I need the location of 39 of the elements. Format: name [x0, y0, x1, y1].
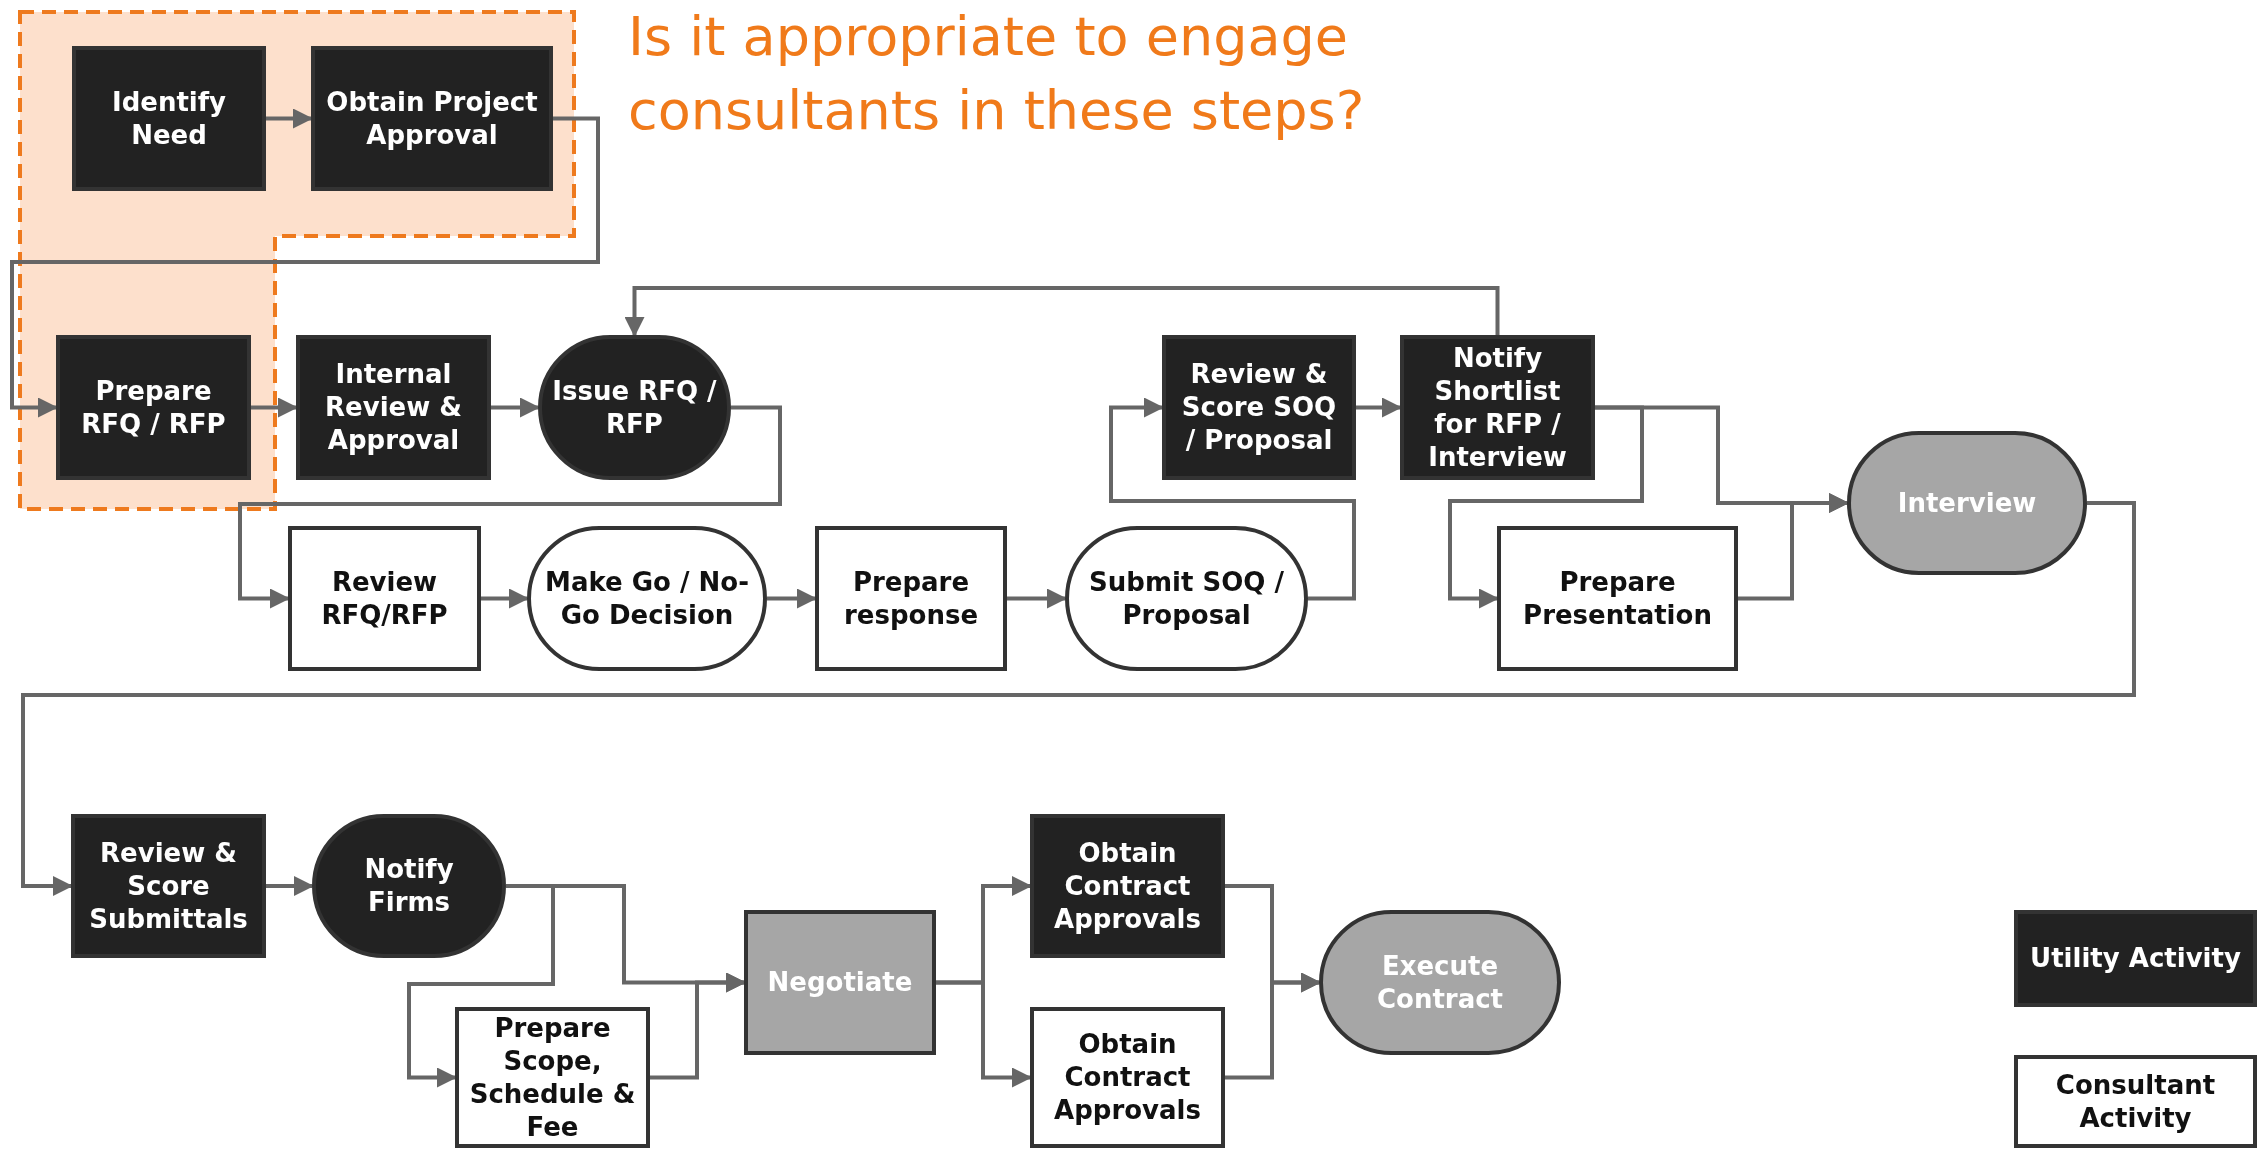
utility-activity-box: Notify Shortlist for RFP / Interview	[1400, 335, 1595, 480]
consultant-activity-box: Obtain Contract Approvals	[1030, 1007, 1225, 1148]
utility-activity-box: Identify Need	[72, 46, 266, 191]
utility-activity-box: Obtain Project Approval	[311, 46, 553, 191]
title: Is it appropriate to engage consultants in these steps?	[628, 4, 1366, 144]
legend-swatch: Utility Activity	[2014, 910, 2257, 1007]
arrow	[238, 405, 782, 609]
utility-activity-box: Obtain Contract Approvals	[1030, 814, 1225, 958]
arrow	[481, 588, 529, 609]
arrow	[491, 397, 540, 418]
utility-activity-terminal: Notify Firms	[312, 814, 506, 958]
consultant-activity-box: Prepare Scope, Schedule & Fee	[455, 1007, 650, 1148]
utility-activity-box: Prepare RFQ / RFP	[56, 335, 251, 480]
arrow	[251, 397, 298, 418]
consultant-activity-box: Prepare response	[815, 526, 1007, 671]
utility-activity-box: Review & Score Submittals	[71, 814, 266, 958]
milestone-terminal: Interview	[1847, 431, 2087, 575]
arrow	[650, 972, 746, 1080]
arrow	[1225, 972, 1321, 1080]
arrow	[936, 980, 1032, 1088]
milestone-box: Negotiate	[744, 910, 936, 1055]
arrow	[266, 876, 314, 896]
arrow	[266, 108, 313, 129]
arrow	[624, 286, 1500, 337]
consultant-activity-terminal: Submit SOQ / Proposal	[1065, 526, 1308, 671]
consultant-activity-box: Review RFQ/RFP	[288, 526, 481, 671]
legend-swatch: Consultant Activity	[2014, 1055, 2257, 1148]
utility-activity-terminal: Issue RFQ / RFP	[538, 335, 731, 480]
arrow	[767, 588, 817, 609]
consultant-activity-terminal: Make Go / No-Go Decision	[527, 526, 767, 671]
milestone-terminal: Execute Contract	[1319, 910, 1561, 1055]
consultant-activity-box: Prepare Presentation	[1497, 526, 1738, 671]
arrow	[21, 501, 2136, 896]
arrow	[10, 116, 600, 418]
utility-activity-box: Internal Review & Approval	[296, 335, 491, 480]
arrow	[1109, 397, 1356, 601]
utility-activity-box: Review & Score SOQ / Proposal	[1162, 335, 1356, 480]
arrow	[1007, 588, 1067, 609]
arrow	[1356, 397, 1402, 418]
